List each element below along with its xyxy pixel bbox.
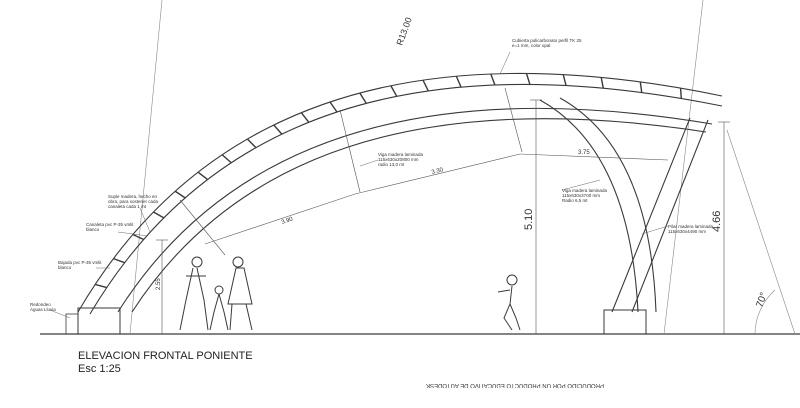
purlin bbox=[197, 171, 209, 181]
drawing-scale: Esc 1:25 bbox=[78, 363, 121, 375]
roof-line: e=1 mm, color opal bbox=[512, 43, 550, 48]
radius-label: R13.00 bbox=[394, 16, 413, 47]
footing-left bbox=[77, 307, 121, 335]
purlin bbox=[174, 190, 186, 199]
human-figures bbox=[179, 256, 521, 331]
purlin bbox=[132, 233, 144, 241]
beamright-line: Viga madera laminada bbox=[562, 188, 607, 193]
purlin bbox=[600, 77, 605, 89]
support-line: canaleta cada 1 mt bbox=[108, 204, 147, 209]
angle-dim: 70° bbox=[754, 291, 770, 309]
right-arch-beam bbox=[539, 97, 657, 313]
span-right-dim: 3.75 bbox=[578, 150, 590, 156]
rounded-line: Redondeo bbox=[30, 302, 51, 307]
watermark-text: PRODUCIDO POR UN PRODUCTO EDUCATIVO DE A… bbox=[425, 382, 604, 388]
purlin bbox=[525, 73, 531, 85]
purlin bbox=[153, 211, 165, 219]
footing-right bbox=[603, 309, 647, 335]
downpipe-line: blanco bbox=[58, 265, 72, 270]
height-center-dim: 5.10 bbox=[523, 209, 535, 230]
purlin bbox=[490, 73, 496, 86]
construction-lines bbox=[129, 0, 796, 335]
pillar-line: Pilar madera laminada bbox=[668, 224, 714, 229]
gutter-line: blanco bbox=[86, 227, 100, 232]
leader-lines bbox=[49, 51, 669, 319]
drawing-title-block: ELEVACION FRONTAL PONIENTE Esc 1:25 bbox=[78, 350, 253, 376]
label-roof-cover: Cubierta policarbonato perfil TK 25e=1 m… bbox=[512, 38, 582, 48]
purlin bbox=[113, 257, 125, 264]
purlin bbox=[639, 81, 643, 93]
purlin bbox=[455, 75, 462, 88]
purlin bbox=[422, 79, 429, 92]
height-left-dim: 2.55 bbox=[156, 278, 162, 290]
purlin bbox=[329, 101, 338, 113]
roof-line: Cubierta policarbonato perfil TK 25 bbox=[512, 38, 582, 43]
purlin bbox=[94, 283, 107, 289]
purlin bbox=[562, 74, 567, 86]
purlin bbox=[300, 112, 310, 123]
beamright-line: Radio 6,5 mt bbox=[562, 198, 588, 203]
downpipe-base bbox=[65, 313, 79, 335]
beamright-line: 115x630x3700 mm bbox=[562, 193, 600, 198]
purlin bbox=[679, 88, 682, 99]
roof-purlins bbox=[94, 73, 682, 289]
beamtop-line: Viga madera laminada bbox=[378, 152, 423, 157]
rounded-line: Aguas Lluvia bbox=[30, 307, 56, 312]
wood-pillar bbox=[611, 117, 709, 313]
drawing-title: ELEVACION FRONTAL PONIENTE bbox=[78, 350, 253, 362]
span-mid-dim: 3.30 bbox=[431, 167, 444, 176]
purlin bbox=[390, 85, 398, 97]
support-line: obra, para sostener cada bbox=[108, 199, 159, 204]
beamtop-line: radio 13,0 mt bbox=[378, 162, 405, 167]
purlin bbox=[221, 154, 232, 164]
purlin bbox=[273, 124, 283, 135]
downpipe-line: Bajada pvc P-35 vmlit bbox=[58, 260, 102, 265]
pillar-line: 115x630x4490 mm bbox=[668, 229, 706, 234]
purlin bbox=[246, 138, 257, 149]
beamtop-line: 115x630x20800 mm bbox=[378, 157, 419, 162]
span-left-dim: 3.90 bbox=[281, 216, 295, 226]
purlin bbox=[359, 92, 367, 104]
dimension-lines bbox=[156, 87, 730, 334]
support-line: Suple madera, hecho en bbox=[108, 194, 158, 199]
height-pillar-dim: 4.66 bbox=[711, 211, 723, 232]
gutter-line: Canaleta pvc P-35 vmlit bbox=[86, 222, 134, 227]
